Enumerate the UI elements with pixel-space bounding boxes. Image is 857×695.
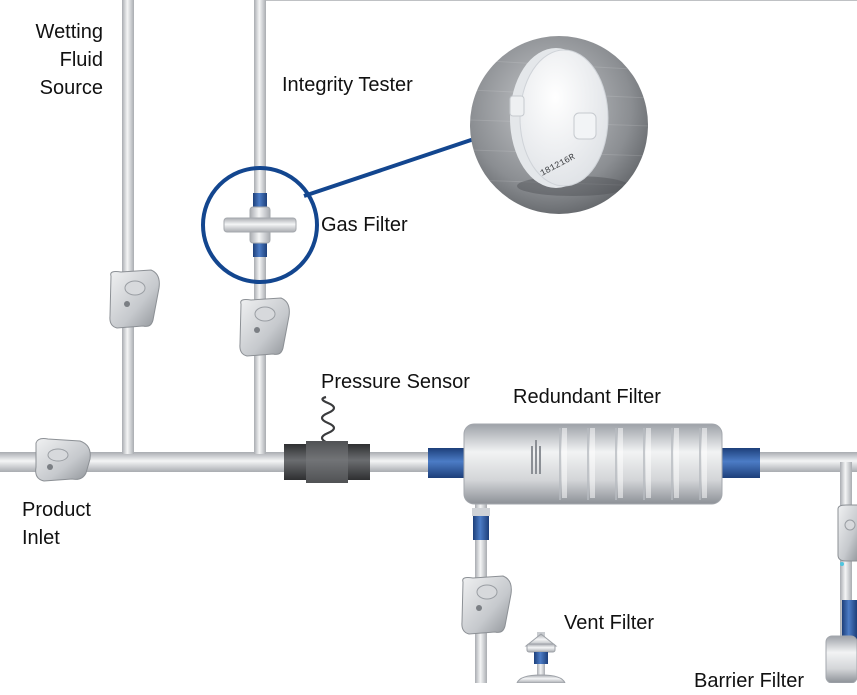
pinch-valve-icon[interactable] bbox=[35, 438, 91, 482]
vent-filter-icon[interactable] bbox=[516, 632, 566, 683]
redundant-filter-icon[interactable] bbox=[428, 423, 760, 546]
barrier-filter-label: Barrier Filter bbox=[694, 670, 805, 692]
wetting-fluid-pipe bbox=[122, 0, 134, 454]
pressure-sensor-label: Pressure Sensor bbox=[321, 371, 470, 393]
callout-line bbox=[303, 137, 475, 198]
vent-filter-label: Vent Filter bbox=[564, 612, 655, 634]
barrier-filter-icon[interactable] bbox=[825, 562, 857, 683]
gas-filter-icon[interactable] bbox=[223, 193, 297, 257]
pinch-valve-icon[interactable] bbox=[239, 297, 290, 357]
label-line: Inlet bbox=[22, 527, 60, 549]
gas-filter-label: Gas Filter bbox=[321, 214, 408, 236]
label-line: Wetting bbox=[35, 21, 103, 43]
filter-photo: 181216R bbox=[470, 36, 648, 214]
product-inlet-label: Product Inlet bbox=[22, 496, 91, 552]
redundant-filter-label: Redundant Filter bbox=[513, 386, 661, 408]
pinch-valve-icon[interactable] bbox=[109, 269, 160, 329]
integrity-tester-label: Integrity Tester bbox=[282, 74, 413, 96]
wetting-fluid-source-label: Wetting Fluid Source bbox=[10, 18, 103, 102]
pinch-valve-icon[interactable] bbox=[837, 504, 857, 562]
pinch-valve-icon[interactable] bbox=[461, 575, 512, 635]
label-line: Source bbox=[39, 77, 103, 99]
label-line: Product bbox=[22, 499, 91, 521]
callout-ring bbox=[201, 166, 319, 284]
pressure-sensor-icon[interactable] bbox=[284, 395, 370, 483]
label-line: Fluid bbox=[59, 49, 103, 71]
